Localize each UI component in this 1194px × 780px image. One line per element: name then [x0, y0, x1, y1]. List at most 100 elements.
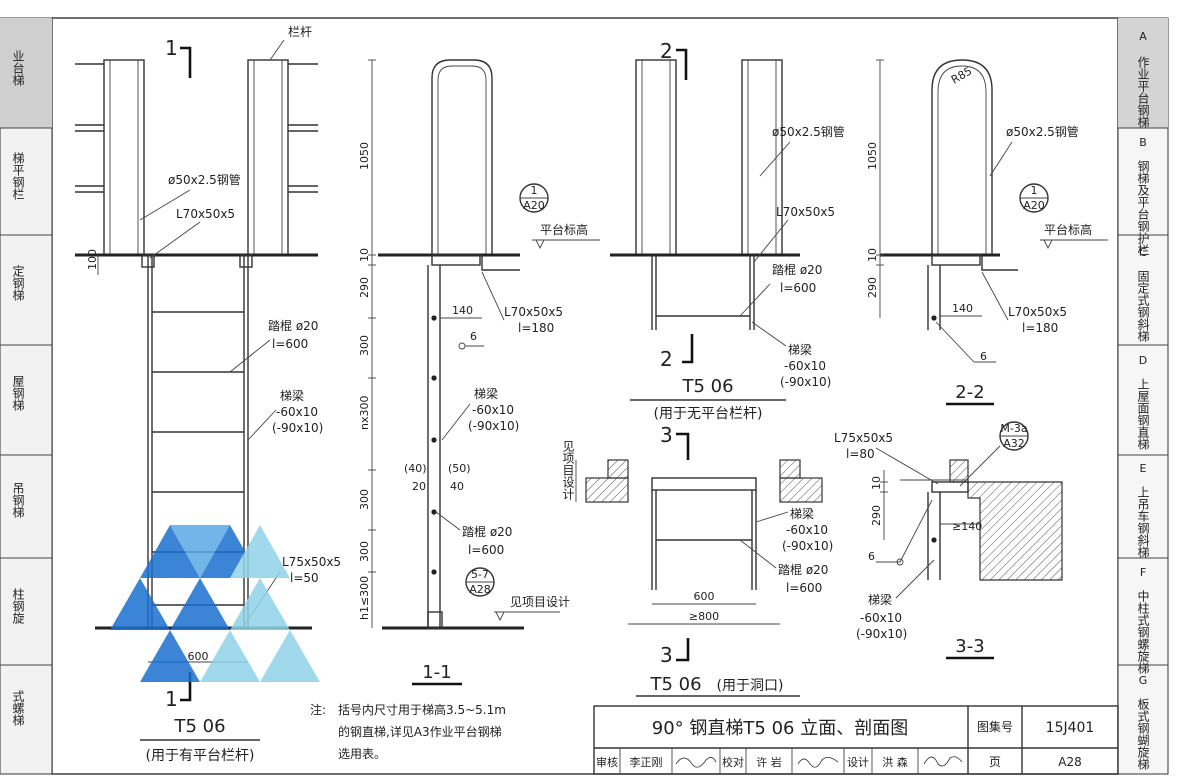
sidebar-right: A 作业平台钢梯 B 钢梯及平台钢护栏 C 固定式钢斜梯 D 上屋面钢直梯 E …: [1117, 17, 1169, 775]
label-rung-length: l=600: [780, 281, 816, 295]
elevation-without-railing: 2 2 ø50x2.5钢管 L70x50x5 踏棍 ø20 l=600 梯梁 -…: [610, 39, 845, 422]
section-mark-1-top: 1: [165, 36, 178, 60]
dim-40: 40: [450, 480, 464, 493]
label-beam-dim-alt: (-90x10): [780, 375, 831, 389]
note-label: 注:: [310, 702, 326, 717]
label-beam-dim: -60x10: [276, 405, 318, 419]
checker-signature: [797, 757, 839, 768]
section-mark-3-bottom: 3: [660, 643, 673, 667]
label-beam: 梯梁: [788, 342, 812, 357]
dim-300: 300: [358, 489, 371, 510]
section-title-1-1: 1-1: [422, 662, 451, 683]
sidebar-right-code: C: [1139, 246, 1147, 259]
designer-label: 设计: [847, 756, 869, 769]
sidebar-right-text[interactable]: 固定式钢斜梯: [1136, 270, 1150, 342]
detail-ref-top: 1: [1031, 184, 1038, 197]
sidebar-right-code: G: [1139, 674, 1148, 687]
label-pipe: ø50x2.5钢管: [1006, 124, 1079, 139]
label-angle-l75: L75x50x5: [834, 431, 893, 445]
label-see-project-vertical: 见项目设计: [561, 440, 575, 500]
reviewer-label: 审核: [596, 755, 618, 769]
sidebar-right-text[interactable]: 上吊车钢斜梯: [1136, 486, 1150, 558]
dim-140: 140: [452, 304, 473, 317]
label-see-project: 见项目设计: [510, 595, 570, 609]
watermark-logo: [110, 525, 320, 682]
sidebar-left-text: 梯平钢栏: [11, 152, 25, 200]
sidebar-left-text: 柱钢旋: [11, 587, 25, 625]
sidebar-right-text[interactable]: 上屋面钢直梯: [1136, 378, 1150, 450]
sidebar-right-text[interactable]: 作业平台钢梯: [1136, 56, 1150, 128]
label-platform-level: 平台标高: [1044, 222, 1092, 237]
note-line: 选用表。: [338, 747, 386, 761]
designer-signature: [923, 756, 963, 767]
label-beam-dim-alt: (-90x10): [272, 421, 323, 435]
title-block: 90° 钢直梯T5 06 立面、剖面图 图集号 15J401 页 A28 审核 …: [593, 705, 1119, 775]
label-rung: 踏棍 ø20: [778, 563, 828, 577]
sidebar-left-text: 定钢梯: [11, 264, 25, 301]
dim-6: 6: [470, 330, 477, 343]
dim-6: 6: [868, 550, 875, 563]
view-subtitle: (用于洞口): [717, 678, 784, 694]
sidebar-left-text: 业台梯: [11, 50, 25, 86]
label-angle: L70x50x5: [176, 207, 235, 221]
dim-10: 10: [870, 476, 883, 490]
view-title: T5 06: [173, 716, 225, 737]
detail-ref-top: 5-7: [471, 568, 489, 581]
label-beam-dim: -60x10: [784, 359, 826, 373]
detail-ref-bottom: A32: [1003, 437, 1025, 450]
sidebar-right-text[interactable]: 钢梯及平台钢护栏: [1136, 160, 1150, 256]
label-rung: 踏棍 ø20: [772, 263, 822, 277]
label-beam: 梯梁: [280, 388, 304, 403]
dim-20: 20: [412, 480, 426, 493]
label-beam-dim-alt: (-90x10): [782, 539, 833, 553]
detail-ref-bottom: A20: [1023, 199, 1045, 212]
label-rung-length: l=600: [786, 581, 822, 595]
sidebar-right-code: B: [1139, 136, 1147, 149]
dim-10: 10: [866, 248, 879, 262]
dim-140: 140: [952, 302, 973, 315]
label-beam: 梯梁: [868, 592, 892, 607]
sidebar-right-text[interactable]: 中柱式钢螺旋梯: [1136, 589, 1150, 674]
section-mark-2-bottom: 2: [660, 347, 673, 371]
dim-600: 600: [188, 650, 209, 663]
dim-290: 290: [358, 277, 371, 298]
label-angle-180: L70x50x5: [1008, 305, 1067, 319]
atlas-number: 15J401: [1046, 720, 1095, 736]
sidebar-right-code: D: [1139, 354, 1147, 367]
view-subtitle: (用于有平台栏杆): [146, 748, 255, 764]
sidebar-right-text[interactable]: 板式钢蝴旋梯: [1136, 698, 1150, 770]
sidebar-right-code: F: [1140, 566, 1146, 579]
label-angle-length-180: l=180: [518, 321, 554, 335]
label-platform-level: 平台标高: [540, 222, 588, 237]
drawing-title: 90° 钢直梯T5 06 立面、剖面图: [652, 718, 908, 739]
label-beam-dim-alt: (-90x10): [468, 419, 519, 433]
dim-290: 290: [870, 505, 883, 526]
sidebar-left-text: 式螺梯: [11, 690, 25, 726]
detail-ref-bottom: A20: [523, 199, 545, 212]
dim-100: 100: [86, 249, 99, 270]
section-2-2: R85 1050 10 290 140 6 1 A20 ø50x2.5钢管 平台…: [866, 59, 1108, 406]
sidebar-right-code: E: [1140, 462, 1147, 475]
label-rung-length: l=600: [272, 337, 308, 351]
dim-300: 300: [358, 541, 371, 562]
view-title: T5 06: [681, 376, 733, 397]
reviewer-name: 李正刚: [630, 755, 663, 769]
elevation-for-opening: 3 见项目设计 600 ≥800 梯梁 -60x10 (-90x10) 踏棍 ø…: [561, 423, 833, 697]
dim-40-paren: (40): [404, 462, 427, 475]
dim-ge140: ≥140: [952, 520, 982, 533]
label-beam-dim: -60x10: [860, 611, 902, 625]
section-mark-3-top: 3: [660, 423, 673, 447]
section-mark-2-top: 2: [660, 39, 673, 63]
atlas-label: 图集号: [977, 719, 1013, 734]
section-title-2-2: 2-2: [955, 382, 984, 403]
section-1-1: 1050 10 290 300 nx300 300 300 h1≤300 140…: [358, 59, 600, 686]
note-block: 注: 括号内尺寸用于梯高3.5~5.1m 的钢直梯,详见A3作业平台钢梯 选用表…: [310, 702, 506, 761]
label-railing: 栏杆: [288, 24, 312, 39]
detail-ref-bottom: A28: [469, 583, 491, 596]
label-angle-length-80: l=80: [846, 447, 875, 461]
section-3-3: 10 290 ≥140 6 M-3a A32 L75x50x5 l=80 梯梁 …: [834, 421, 1063, 660]
sidebar-left-text: 吊钢梯: [11, 482, 25, 518]
dim-1050: 1050: [866, 142, 879, 170]
label-angle-180: L70x50x5: [504, 305, 563, 319]
